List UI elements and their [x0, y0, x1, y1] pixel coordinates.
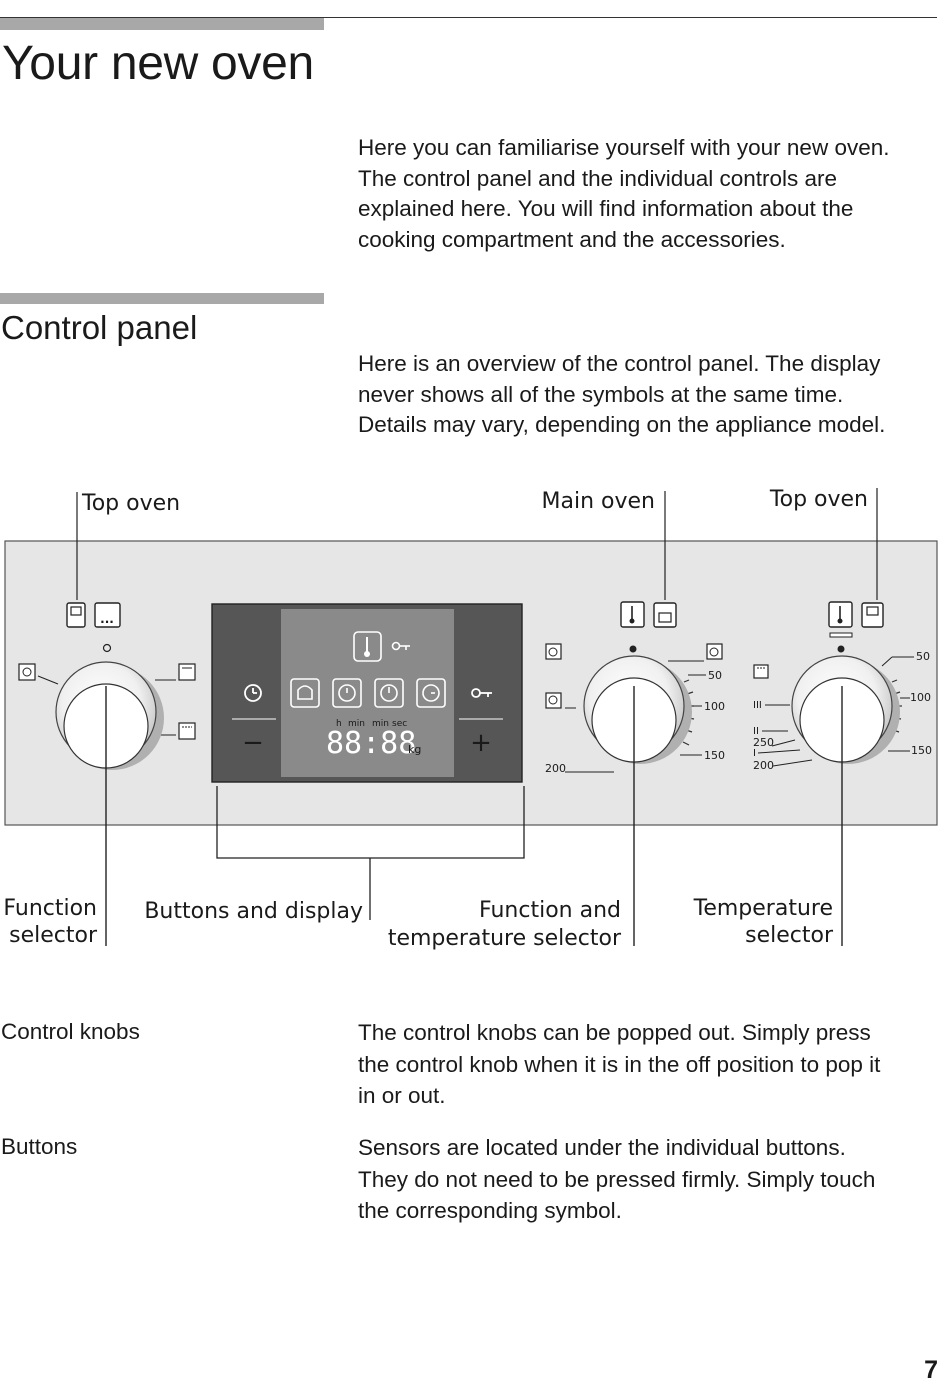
- label-function-selector-2: selector: [9, 923, 98, 948]
- control-knobs-heading: Control knobs: [1, 1019, 140, 1044]
- buttons-line: the corresponding symbol.: [358, 1198, 622, 1223]
- childproof-lock-button[interactable]: [471, 688, 492, 698]
- unit-min: min: [348, 719, 365, 729]
- clock-icon: [244, 684, 262, 702]
- main-grill-icon: [706, 643, 723, 660]
- control-knobs-line: in or out.: [358, 1083, 446, 1108]
- buttons-line: They do not need to be pressed firmly. S…: [358, 1166, 876, 1192]
- top-bar-icon: [829, 632, 853, 638]
- label-top-oven-left: Top oven: [81, 491, 180, 516]
- control-panel-diagram: Top oven Main oven Top oven ...: [3, 487, 938, 951]
- section-title: Control panel: [1, 309, 198, 346]
- clock-button[interactable]: [244, 684, 262, 702]
- section-intro-line: Here is an overview of the control panel…: [358, 351, 881, 376]
- svg-text:...: ...: [100, 612, 114, 626]
- top-scale-200: 200: [753, 759, 774, 772]
- label-temperature-selector-1: Temperature: [693, 896, 833, 921]
- section-intro: Here is an overview of the control panel…: [358, 349, 943, 441]
- main-fan-icon: [545, 643, 562, 660]
- unit-kg: kg: [408, 743, 421, 756]
- top-scale-250: 250: [753, 736, 774, 749]
- time-readout: 88:88: [326, 726, 416, 761]
- fan-icon-left: [18, 663, 36, 681]
- top-scale-100: 100: [910, 691, 931, 704]
- unit-h: h: [336, 719, 342, 729]
- label-temperature-selector-2: selector: [745, 923, 834, 948]
- buttons-text: Sensors are located under the individual…: [358, 1132, 943, 1227]
- section-bar: [0, 293, 324, 304]
- main-scale-150: 150: [704, 749, 725, 762]
- bottom-heat-icon: [178, 722, 196, 740]
- unit-sec: sec: [392, 719, 407, 729]
- top-rule: [0, 17, 937, 18]
- top-scale-50: 50: [916, 650, 930, 663]
- label-function-temp-2: temperature selector: [388, 926, 622, 951]
- control-knobs-line: The control knobs can be popped out. Sim…: [358, 1020, 871, 1045]
- top-scale-II: II: [753, 726, 759, 737]
- label-function-temp-1: Function and: [479, 898, 621, 923]
- main-oven-indicator-icon: [653, 602, 677, 628]
- light-dots-icon: [94, 602, 121, 628]
- page-title: Your new oven: [2, 37, 314, 90]
- control-knobs-text: The control knobs can be popped out. Sim…: [358, 1017, 943, 1112]
- temperature-indicator-icon: [353, 631, 382, 662]
- function-selector-group: ...: [18, 602, 196, 946]
- top-scale-150: 150: [911, 744, 932, 757]
- end-time-icon: [374, 678, 404, 708]
- main-off-dot-icon: [629, 645, 637, 653]
- clock-display-icon: [416, 678, 446, 708]
- section-intro-line: Details may vary, depending on the appli…: [358, 412, 886, 437]
- intro-line: The control panel and the individual con…: [358, 165, 838, 191]
- top-scale-I: I: [753, 748, 756, 759]
- key-lock-icon: [391, 641, 410, 651]
- label-buttons-display: Buttons and display: [144, 899, 363, 924]
- intro-line: Here you can familiarise yourself with y…: [358, 135, 890, 160]
- cooking-time-icon: [332, 678, 362, 708]
- top-heat-icon: [178, 663, 196, 681]
- display-module: h min min sec 88:88 kg − +: [211, 603, 523, 783]
- unit-min-2: min: [372, 719, 389, 729]
- minus-button[interactable]: −: [242, 728, 264, 758]
- intro-line: explained here. You will find informatio…: [358, 196, 854, 221]
- main-oven-group: 50 100 150 200: [545, 601, 725, 946]
- section-intro-line: never shows all of the symbols at the sa…: [358, 381, 844, 407]
- top-oven-temp-group: 50 100 150 III II 250 I 200: [753, 601, 932, 946]
- top-oven-small-icon: [753, 664, 769, 679]
- buttons-heading: Buttons: [1, 1134, 78, 1159]
- intro-line: cooking compartment and the accessories.: [358, 226, 786, 252]
- main-defrost-icon: [545, 692, 562, 709]
- intro-paragraph: Here you can familiarise yourself with y…: [358, 133, 943, 255]
- main-scale-50: 50: [708, 669, 722, 682]
- label-function-selector-1: Function: [3, 896, 97, 921]
- top-off-dot-icon: [837, 645, 845, 653]
- main-scale-200: 200: [545, 762, 566, 775]
- page-number: 7: [924, 1356, 938, 1384]
- buttons-line: Sensors are located under the individual…: [358, 1135, 846, 1160]
- top-scale-III: III: [753, 700, 762, 711]
- main-scale-100: 100: [704, 700, 725, 713]
- title-bar: [0, 18, 324, 30]
- label-main-oven: Main oven: [542, 489, 655, 514]
- alarm-bell-icon: [290, 678, 320, 708]
- label-top-oven-right: Top oven: [769, 487, 868, 512]
- control-knobs-line: the control knob when it is in the off p…: [358, 1051, 881, 1077]
- plus-button[interactable]: +: [470, 728, 492, 758]
- off-mark-icon: [102, 643, 112, 653]
